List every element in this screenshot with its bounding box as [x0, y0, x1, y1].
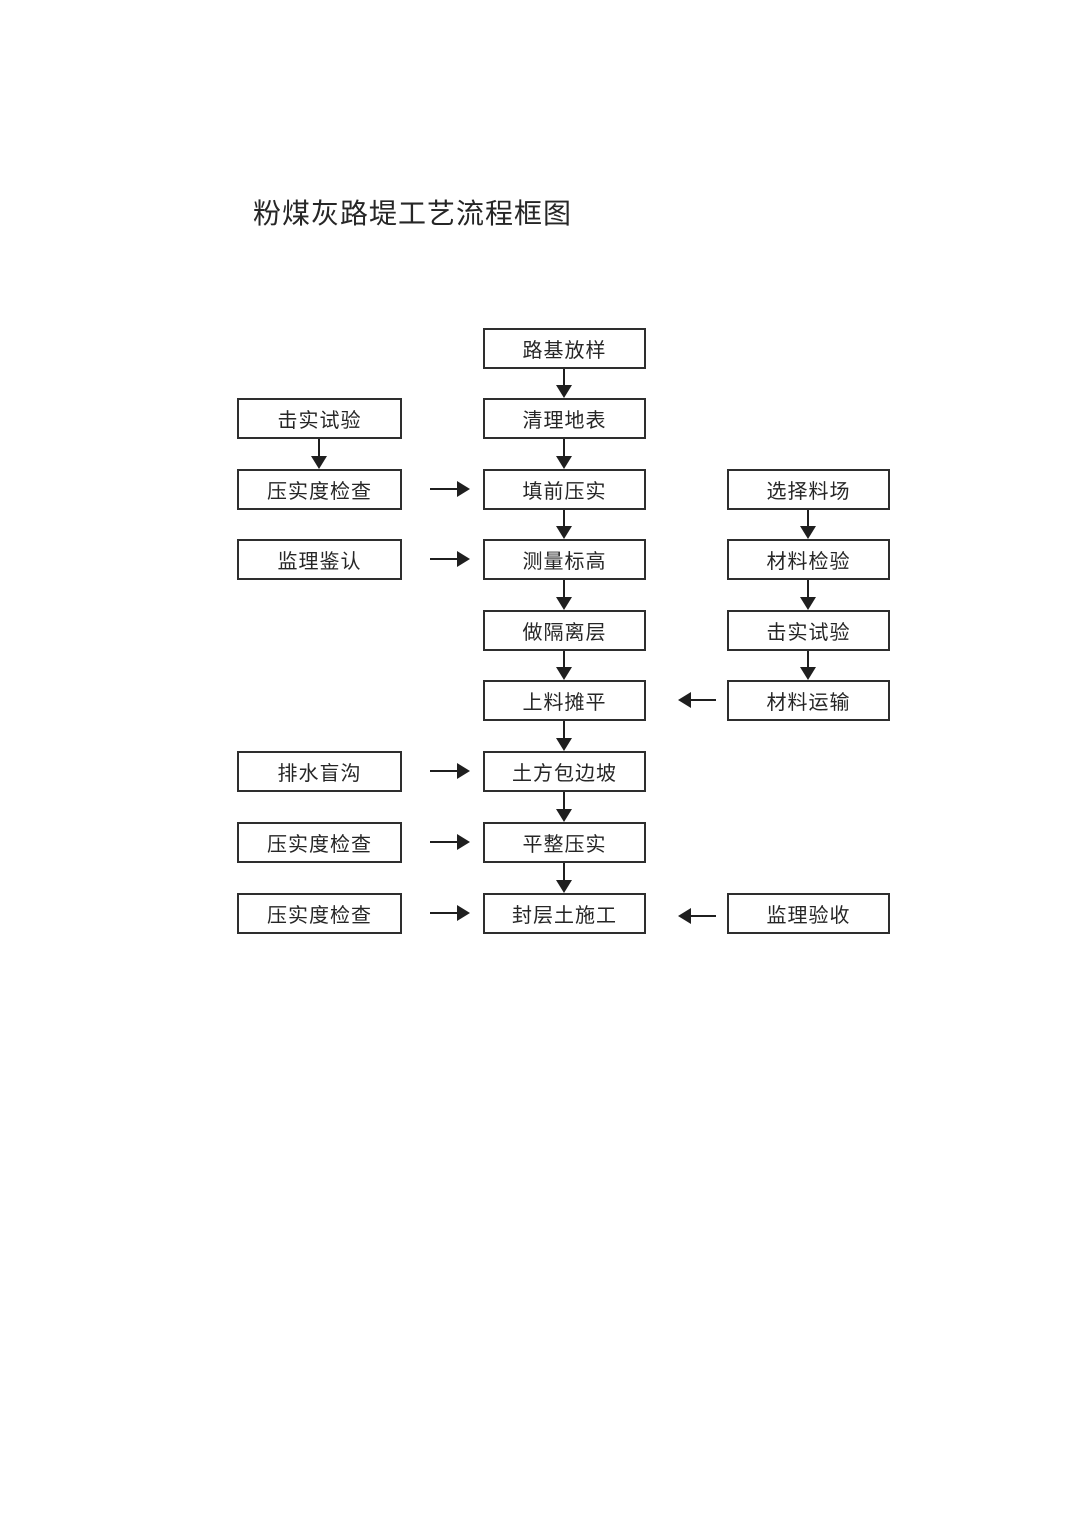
arrow-shaft	[563, 721, 565, 738]
flow-box-label: 压实度检查	[267, 481, 372, 503]
arrow-head	[678, 692, 691, 708]
arrow-shaft	[691, 699, 716, 701]
down-arrow-icon	[556, 721, 572, 751]
flow-box-roadbed-setting-out: 路基放样	[483, 328, 646, 369]
flow-box-supervisor-acceptance: 监理验收	[727, 893, 890, 934]
down-arrow-icon	[800, 580, 816, 610]
flow-box-compaction-test-right: 击实试验	[727, 610, 890, 651]
right-arrow-icon	[430, 905, 470, 921]
arrow-shaft	[563, 651, 565, 667]
arrow-head	[556, 597, 572, 610]
flow-box-label: 监理验收	[766, 905, 851, 927]
flow-box-label: 击实试验	[277, 410, 362, 432]
flow-box-pre-fill-compaction: 填前压实	[483, 469, 646, 510]
flow-box-compaction-test-left: 击实试验	[237, 398, 402, 439]
arrow-shaft	[807, 580, 809, 597]
arrow-head	[457, 551, 470, 567]
arrow-head	[556, 738, 572, 751]
right-arrow-icon	[430, 481, 470, 497]
arrow-head	[457, 834, 470, 850]
arrow-head	[800, 526, 816, 539]
down-arrow-icon	[556, 369, 572, 398]
flow-box-label: 测量标高	[522, 551, 607, 573]
arrow-shaft	[563, 439, 565, 456]
arrow-shaft	[563, 863, 565, 880]
down-arrow-icon	[556, 439, 572, 469]
flow-box-label: 监理鉴认	[277, 551, 362, 573]
flow-box-material-inspection: 材料检验	[727, 539, 890, 580]
flow-box-label: 平整压实	[522, 834, 607, 856]
arrow-head	[556, 385, 572, 398]
flow-box-material-spreading: 上料摊平	[483, 680, 646, 721]
down-arrow-icon	[800, 651, 816, 680]
down-arrow-icon	[311, 439, 327, 469]
arrow-head	[556, 809, 572, 822]
arrow-head	[678, 908, 691, 924]
flow-box-label: 清理地表	[522, 410, 607, 432]
flow-box-label: 路基放样	[522, 340, 607, 362]
flow-box-label: 上料摊平	[522, 692, 607, 714]
arrow-head	[457, 481, 470, 497]
down-arrow-icon	[556, 580, 572, 610]
arrow-head	[800, 667, 816, 680]
flow-box-earth-edge-slope: 土方包边坡	[483, 751, 646, 792]
left-arrow-icon	[678, 692, 716, 708]
flow-box-elevation-survey: 测量标高	[483, 539, 646, 580]
flow-box-label: 选择料场	[766, 481, 851, 503]
arrow-shaft	[563, 580, 565, 597]
down-arrow-icon	[556, 792, 572, 822]
flow-box-label: 做隔离层	[522, 622, 607, 644]
arrow-shaft	[691, 915, 716, 917]
arrow-head	[800, 597, 816, 610]
flow-box-label: 土方包边坡	[512, 763, 617, 785]
flow-box-label: 封层土施工	[512, 905, 617, 927]
arrow-head	[457, 763, 470, 779]
arrow-shaft	[807, 651, 809, 667]
arrow-head	[556, 526, 572, 539]
flow-box-leveling-compaction: 平整压实	[483, 822, 646, 863]
arrow-head	[311, 456, 327, 469]
flow-box-material-site-selection: 选择料场	[727, 469, 890, 510]
flow-box-label: 材料检验	[766, 551, 851, 573]
right-arrow-icon	[430, 834, 470, 850]
down-arrow-icon	[556, 863, 572, 893]
left-arrow-icon	[678, 908, 716, 924]
arrow-shaft	[430, 841, 457, 843]
flow-box-supervisor-confirmation: 监理鉴认	[237, 539, 402, 580]
flow-box-label: 排水盲沟	[277, 763, 362, 785]
flow-box-label: 材料运输	[766, 692, 851, 714]
arrow-shaft	[430, 558, 457, 560]
down-arrow-icon	[800, 510, 816, 539]
arrow-head	[556, 667, 572, 680]
flow-box-label: 压实度检查	[267, 905, 372, 927]
arrow-head	[556, 880, 572, 893]
flow-box-label: 填前压实	[522, 481, 607, 503]
arrow-shaft	[430, 770, 457, 772]
page-title: 粉煤灰路堤工艺流程框图	[253, 199, 573, 230]
arrow-shaft	[318, 439, 320, 456]
down-arrow-icon	[556, 510, 572, 539]
flow-box-compaction-degree-check-2: 压实度检查	[237, 822, 402, 863]
arrow-head	[556, 456, 572, 469]
down-arrow-icon	[556, 651, 572, 680]
flow-box-label: 压实度检查	[267, 834, 372, 856]
arrow-shaft	[807, 510, 809, 526]
arrow-shaft	[563, 792, 565, 809]
flow-box-compaction-degree-check-3: 压实度检查	[237, 893, 402, 934]
arrow-head	[457, 905, 470, 921]
arrow-shaft	[430, 912, 457, 914]
arrow-shaft	[563, 510, 565, 526]
flow-box-material-transport: 材料运输	[727, 680, 890, 721]
flow-box-compaction-degree-check-1: 压实度检查	[237, 469, 402, 510]
arrow-shaft	[430, 488, 457, 490]
flow-box-clear-ground-surface: 清理地表	[483, 398, 646, 439]
right-arrow-icon	[430, 551, 470, 567]
right-arrow-icon	[430, 763, 470, 779]
flow-box-blind-drainage-ditch: 排水盲沟	[237, 751, 402, 792]
flow-box-sealing-soil-construction: 封层土施工	[483, 893, 646, 934]
flow-box-isolation-layer: 做隔离层	[483, 610, 646, 651]
arrow-shaft	[563, 369, 565, 385]
flow-box-label: 击实试验	[766, 622, 851, 644]
